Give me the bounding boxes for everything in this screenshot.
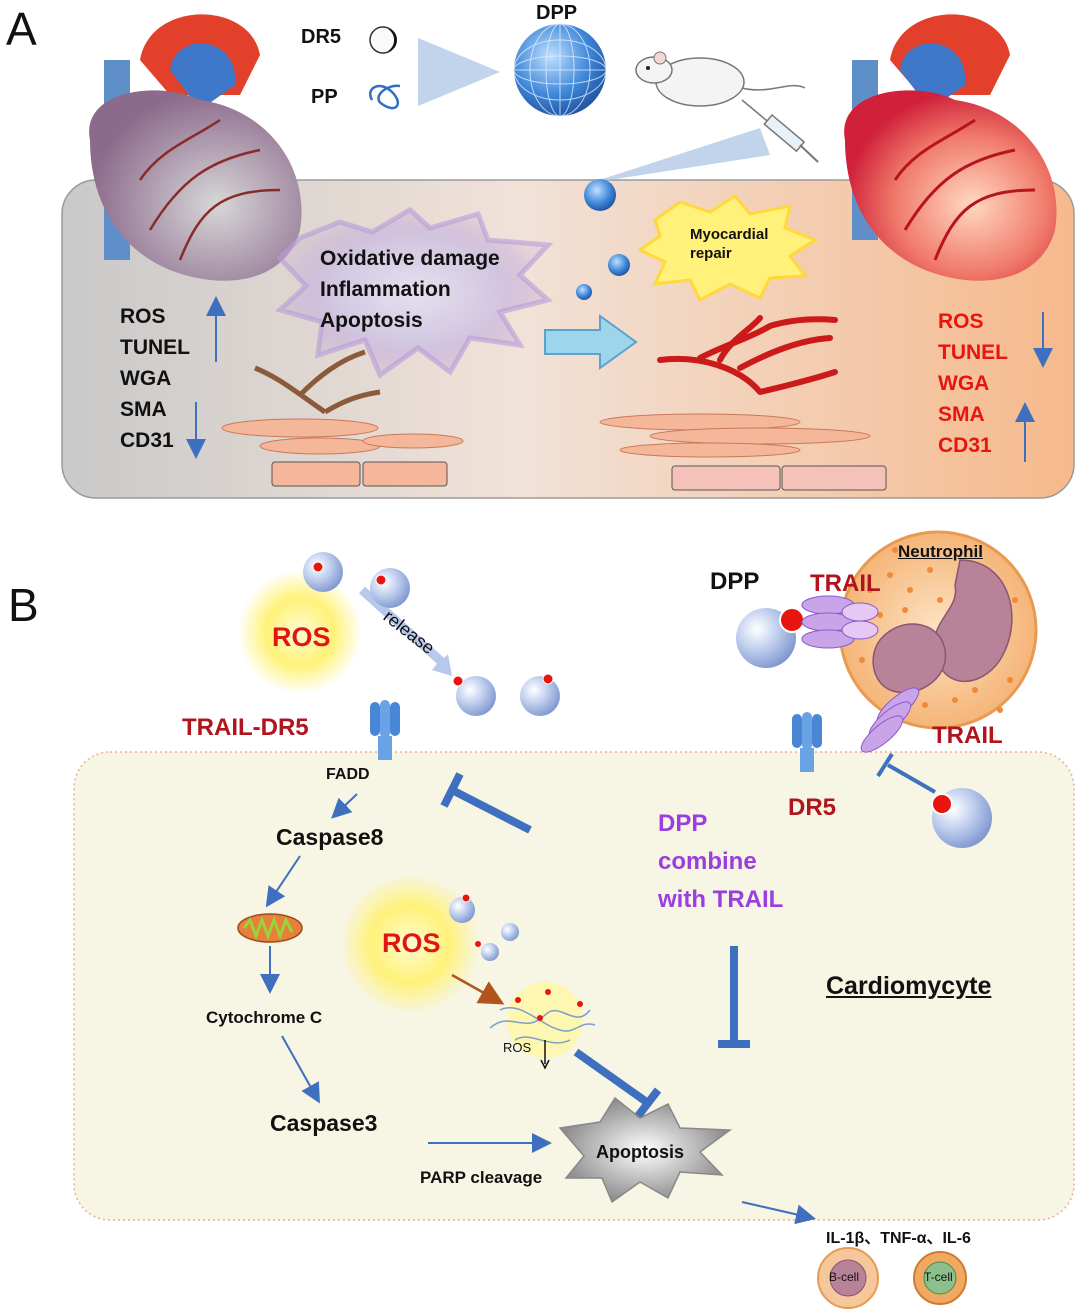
repaired-tissue [599,315,887,491]
right-marker-tunel: TUNEL [938,341,1008,364]
transition-arrow [544,314,638,370]
particles-middle [449,893,519,961]
damaged-heart-illustration [89,14,302,281]
dpp-label: DPP [536,2,578,24]
damage-line-1: Oxidative damage [320,247,500,270]
b-cell-label: B-cell [829,1270,860,1284]
repair-line-2: repair [690,245,732,262]
cytokines-label: IL-1β、TNF-α、IL-6 [826,1230,971,1247]
dr5-label: DR5 [301,26,342,48]
ros-label-middle: ROS [382,928,441,958]
damage-burst [275,206,554,379]
parp-cleavage-label: PARP cleavage [420,1168,543,1187]
right-marker-cd31: CD31 [938,434,992,457]
trail-label-bottom: TRAIL [932,722,1003,749]
neutrophil-cell [838,530,1038,730]
t-cell-label: T-cell [924,1270,953,1284]
release-arrow-shaft [358,586,448,668]
ros-glow [238,570,362,694]
mouse-illustration [635,51,806,107]
particle [584,179,616,211]
ros-glow-middle [340,874,480,1014]
damage-line-3: Apoptosis [320,309,423,332]
dpp-label-b: DPP [710,568,760,595]
dpp-combine-line-1: DPP [658,810,708,837]
trail-ligand-bottom [860,687,920,753]
ros-label-small: ROS [503,1040,532,1055]
cardiomycyte-label: Cardiomycyte [826,972,992,1000]
inhibit-line [450,786,532,834]
apoptosis-burst [558,1096,733,1204]
cardiomyocyte-box [73,751,1075,1221]
pp-icon [369,84,401,110]
dr5-receptor-right [792,712,822,772]
left-marker-sma: SMA [120,398,167,421]
cytochrome-c-label: Cytochrome C [206,1008,323,1027]
neutrophil-label: Neutrophil [898,542,983,561]
left-marker-tunel: TUNEL [120,336,190,359]
dpp-combine-line-2: combine [658,848,757,875]
injection-beam [590,128,770,183]
repair-burst [637,194,819,303]
b-cell-icon [817,1247,879,1309]
pp-label: PP [311,86,338,108]
left-marker-ros: ROS [120,305,166,328]
panel-label-a: A [6,3,37,55]
dr5-receptor-left [370,700,400,760]
damaged-tissue [221,349,464,487]
dr5-label-b: DR5 [788,794,837,821]
trail-dr5-label: TRAIL-DR5 [182,714,309,741]
trail-label-top: TRAIL [810,570,881,597]
left-marker-cd31: CD31 [120,429,174,452]
apoptosis-label: Apoptosis [596,1142,684,1162]
fadd-label: FADD [326,766,370,783]
dpp-combine-line-3: with TRAIL [658,886,784,913]
syringe-illustration [741,99,819,163]
particle [608,254,630,276]
dpp-particles-top [303,552,560,716]
ros-scavenger [489,982,596,1070]
repair-line-1: Myocardial [690,226,769,243]
repaired-heart-illustration [844,14,1057,281]
damage-line-2: Inflammation [320,278,451,301]
right-marker-ros: ROS [938,310,984,333]
panel-label-b: B [8,579,39,631]
right-marker-sma: SMA [938,403,985,426]
funnel-triangle [418,38,500,106]
right-marker-wga: WGA [938,372,990,395]
ros-label-top: ROS [272,622,331,652]
caspase8-label: Caspase8 [276,824,384,850]
dpp-nanoparticle [513,23,607,117]
trail-ligand-top [736,595,879,668]
mitochondrion-icon [237,913,303,943]
t-cell-icon [913,1251,967,1305]
left-marker-wga: WGA [120,367,172,390]
caspase3-label: Caspase3 [270,1110,378,1136]
particle [576,284,592,300]
